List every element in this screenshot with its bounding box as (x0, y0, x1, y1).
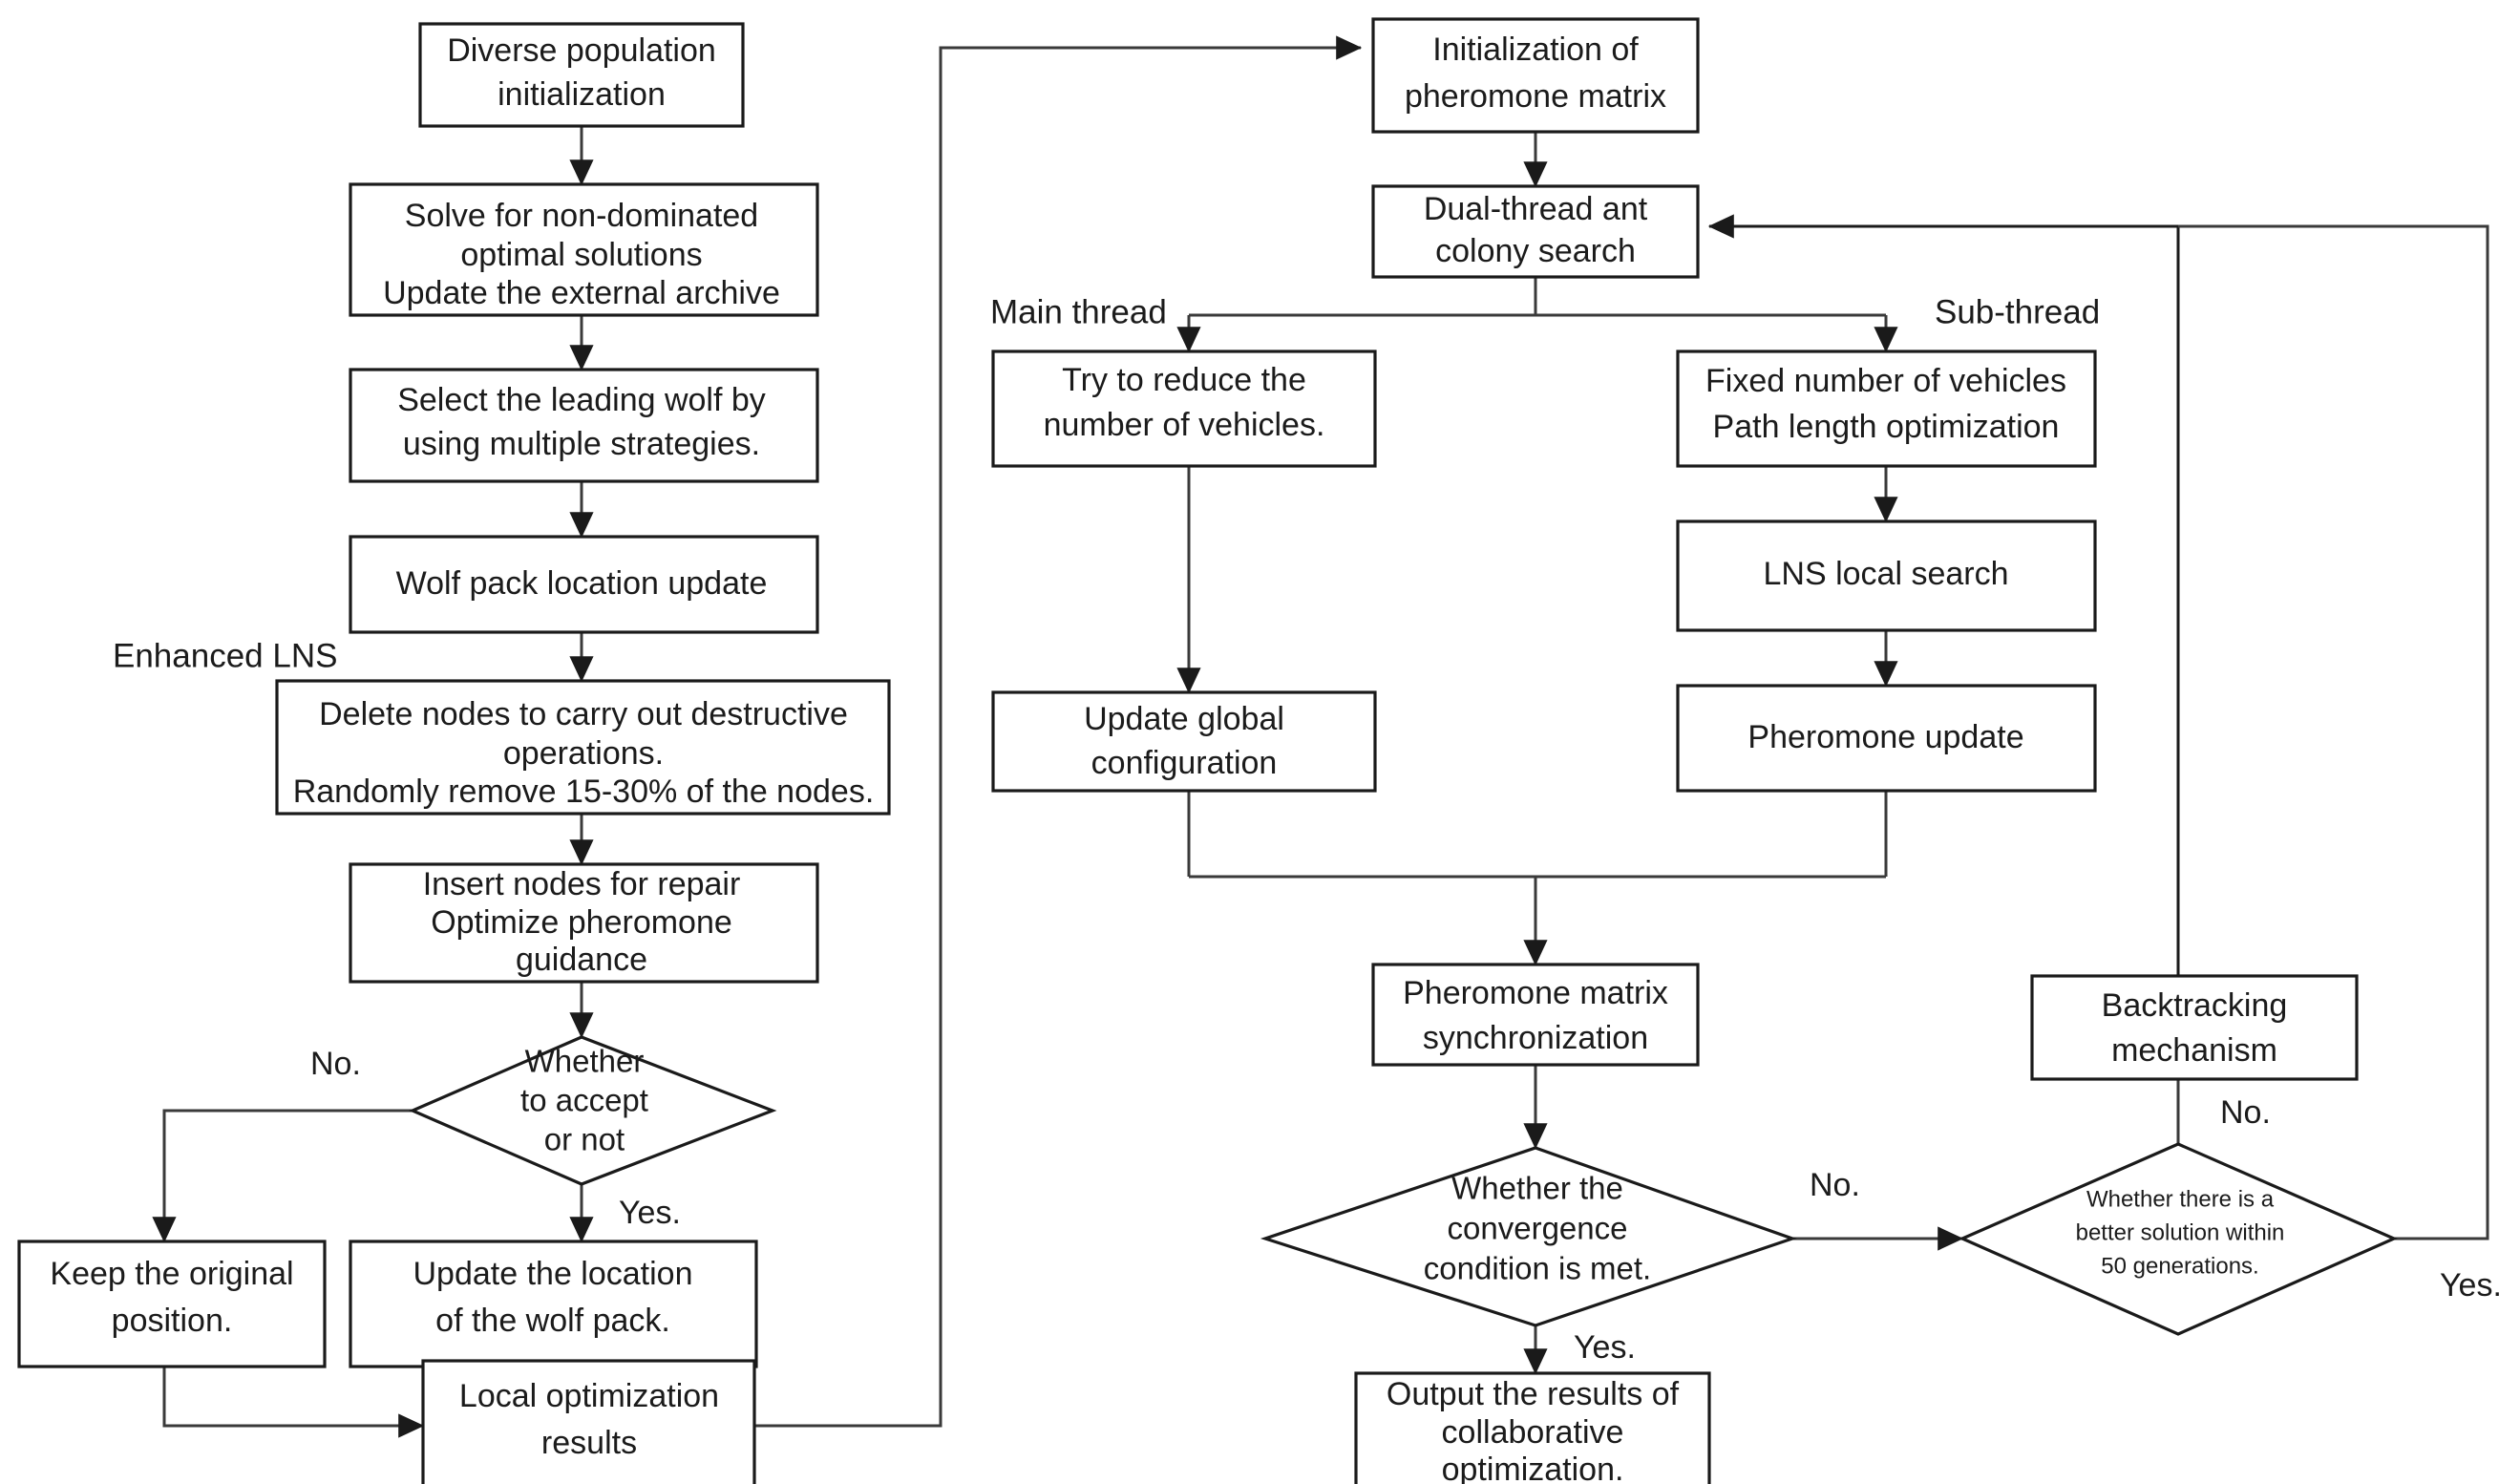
edge-local-to-initpheromone (754, 35, 1363, 1428)
node-label-line1: Local optimization (459, 1378, 719, 1414)
label-enhanced-lns: Enhanced LNS (113, 637, 337, 674)
node-label-line2: collaborative (1442, 1414, 1624, 1451)
node-try-reduce-vehicles[interactable]: Try to reduce the number of vehicles. (991, 350, 1377, 468)
node-fixed-number-vehicles[interactable]: Fixed number of vehicles Path length opt… (1676, 350, 2097, 468)
node-whether-accept-decision[interactable]: Whether to accept or not (408, 1035, 777, 1186)
node-label-line2: colony search (1435, 233, 1636, 269)
edge-label-convergence-no: No. (1810, 1167, 1860, 1203)
node-dual-thread-ant-colony-search[interactable]: Dual-thread ant colony search (1371, 184, 1700, 279)
node-label-line1: Backtracking (2102, 987, 2288, 1024)
node-update-global-configuration[interactable]: Update global configuration (991, 690, 1377, 793)
edge-better-yes-to-bus (2178, 224, 2489, 1240)
node-label-line2: mechanism (2111, 1032, 2277, 1069)
node-label-line2: better solution within (2076, 1219, 2285, 1245)
node-local-optimization-results[interactable]: Local optimization results (421, 1359, 756, 1484)
node-init-pheromone-matrix[interactable]: Initialization of pheromone matrix (1371, 17, 1700, 134)
node-label-line2: Path length optimization (1713, 409, 2060, 445)
edge-accept-no (152, 1109, 413, 1243)
node-label-line2: of the wolf pack. (435, 1303, 670, 1339)
node-delete-nodes[interactable]: Delete nodes to carry out destructive op… (275, 679, 891, 816)
node-lns-local-search[interactable]: LNS local search (1676, 519, 2097, 632)
node-solve-non-dominated[interactable]: Solve for non-dominated optimal solution… (349, 182, 819, 317)
edge-label-accept-yes: Yes. (619, 1195, 681, 1231)
node-label-line3: Update the external archive (383, 275, 780, 311)
node-label-line3: condition is met. (1424, 1251, 1651, 1286)
node-label-line2: Optimize pheromone (431, 904, 732, 941)
node-label-line3: 50 generations. (2101, 1253, 2258, 1279)
edge-label-better-yes: Yes. (2440, 1267, 2502, 1304)
node-update-wolf-pack-location[interactable]: Update the location of the wolf pack. (349, 1240, 758, 1368)
node-label-line1: Solve for non-dominated (405, 198, 758, 234)
node-output-results[interactable]: Output the results of collaborative opti… (1354, 1371, 1711, 1484)
edge-keep-to-local (162, 1367, 425, 1438)
node-wolf-pack-location-update[interactable]: Wolf pack location update (349, 535, 819, 634)
edge-label-better-no: No. (2220, 1094, 2271, 1131)
node-label-line2: synchronization (1423, 1020, 1648, 1056)
node-label-line1: Whether there is a (2086, 1186, 2275, 1212)
node-label-line1: Keep the original (50, 1256, 293, 1292)
node-whether-better-solution-decision[interactable]: Whether there is a better solution withi… (1959, 1142, 2398, 1336)
label-sub-thread: Sub-thread (1935, 293, 2100, 330)
node-label-line2: pheromone matrix (1405, 78, 1666, 115)
node-label-line1: Try to reduce the (1062, 362, 1306, 398)
node-label-line1: Insert nodes for repair (423, 866, 741, 902)
node-label-line1: Diverse population (447, 32, 716, 69)
node-label-line1: Select the leading wolf by (397, 382, 766, 418)
node-label-line1: Dual-thread ant (1424, 191, 1648, 227)
node-pheromone-matrix-synchronization[interactable]: Pheromone matrix synchronization (1371, 963, 1700, 1067)
edge-label-accept-no: No. (310, 1046, 361, 1082)
node-label-line1: Pheromone matrix (1403, 975, 1668, 1011)
edge-label-convergence-yes: Yes. (1574, 1329, 1636, 1366)
node-label-line3: or not (544, 1122, 625, 1157)
node-label-line1: Whether (525, 1044, 645, 1079)
node-label-line3: guidance (516, 942, 647, 978)
right-connectors (1176, 132, 2489, 1375)
node-label-line1: Pheromone update (1747, 719, 2023, 755)
node-label-line2: configuration (1091, 745, 1278, 781)
node-insert-nodes[interactable]: Insert nodes for repair Optimize pheromo… (349, 862, 819, 984)
node-label-line1: Whether the (1451, 1171, 1623, 1206)
node-pheromone-update[interactable]: Pheromone update (1676, 684, 2097, 793)
node-label-line2: to accept (520, 1083, 648, 1118)
node-diverse-population-initialization[interactable]: Diverse population initialization (418, 22, 745, 128)
node-label-line2: using multiple strategies. (403, 426, 760, 462)
node-label-line2: convergence (1448, 1211, 1628, 1246)
node-label-line3: optimization. (1442, 1452, 1624, 1484)
node-keep-original-position[interactable]: Keep the original position. (17, 1240, 327, 1368)
left-connectors (152, 35, 1363, 1438)
node-label-line3: Randomly remove 15-30% of the nodes. (293, 774, 875, 810)
node-label-line2: optimal solutions (460, 237, 702, 273)
node-label-line1: Update the location (413, 1256, 693, 1292)
node-label-line1: LNS local search (1763, 556, 2008, 592)
node-label-line1: Initialization of (1432, 32, 1639, 68)
node-label-line2: initialization (498, 76, 666, 113)
label-main-thread: Main thread (990, 293, 1167, 330)
node-label-line1: Output the results of (1387, 1376, 1680, 1412)
node-whether-convergence-decision[interactable]: Whether the convergence condition is met… (1260, 1146, 1797, 1327)
node-label-line2: results (541, 1425, 637, 1461)
node-select-leading-wolf[interactable]: Select the leading wolf by using multipl… (349, 368, 819, 483)
node-label-line2: position. (112, 1303, 233, 1339)
node-backtracking-mechanism[interactable]: Backtracking mechanism (2030, 974, 2359, 1081)
node-label-line1: Update global (1084, 701, 1284, 737)
node-label-line2: number of vehicles. (1044, 407, 1325, 443)
node-label-line1: Fixed number of vehicles (1705, 363, 2066, 399)
node-label-line1: Wolf pack location update (396, 565, 768, 602)
node-label-line1: Delete nodes to carry out destructive (319, 696, 848, 732)
node-label-line2: operations. (503, 735, 664, 772)
